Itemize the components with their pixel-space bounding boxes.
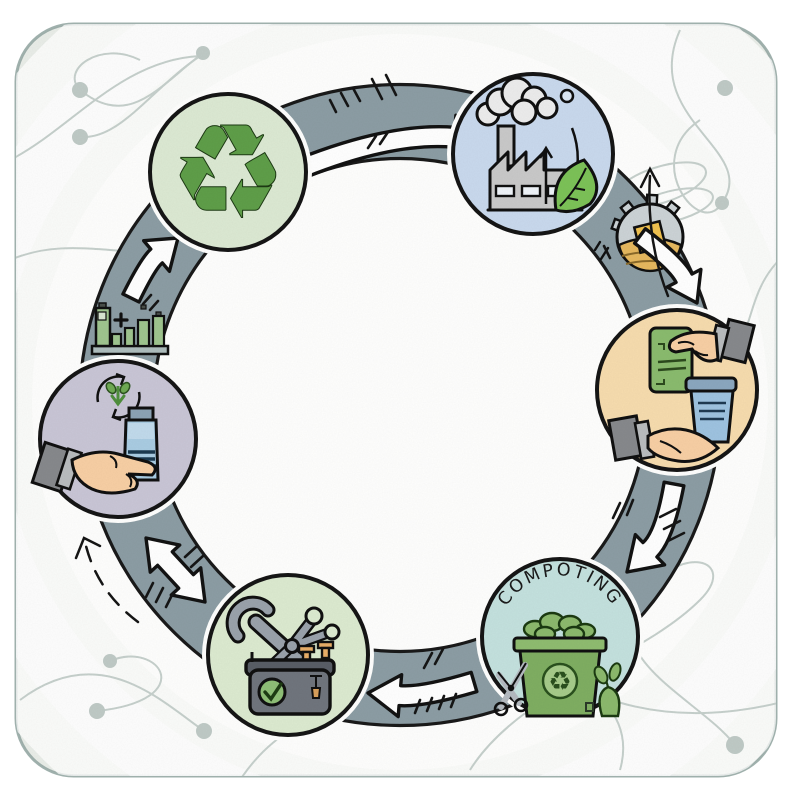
paper-grain-texture (16, 24, 776, 776)
